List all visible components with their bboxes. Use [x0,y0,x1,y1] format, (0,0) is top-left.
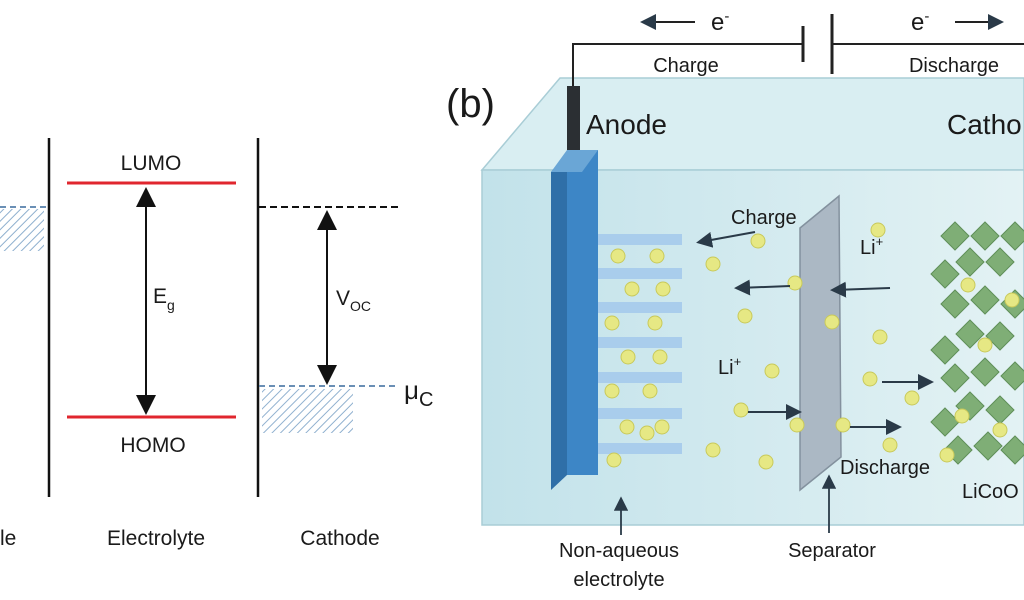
anode-label-fragment: le [0,527,16,550]
lithium-ions [604,222,1020,470]
circuit-charge-label: Charge [653,55,719,77]
graphite-layers [598,234,682,454]
separator-callout: Separator [788,540,876,562]
li-ion-mid-label: Li+ [718,354,741,379]
charge-label: Charge [731,207,797,229]
anode-terminal [567,86,580,166]
cathode-material-fragment: LiCoO [962,481,1019,503]
li-ion-top-label: Li+ [860,234,883,259]
lumo-label: LUMO [121,152,182,175]
anode-electrode [567,150,598,475]
electrolyte-callout-line1: Non-aqueous [559,540,679,562]
electrolyte-callout-line2: electrolyte [573,569,664,591]
electrolyte-label: Electrolyte [107,527,205,550]
anode-hatch [0,209,44,251]
anode-label: Anode [586,109,667,140]
circuit-discharge-label: Discharge [909,55,999,77]
separator [799,194,842,492]
homo-label: HOMO [120,434,185,457]
electron-left-label: e- [711,8,729,36]
cathode-crystals [930,221,1024,465]
energy-level-diagram: LUMO HOMO Eg VOC μC le Electrolyte Catho… [0,138,433,550]
electron-right-label: e- [911,8,929,36]
eg-label: Eg [153,285,175,313]
cathode-hatch [262,389,353,433]
anode-electrode-side [551,152,567,490]
mu-c-label: μC [404,375,433,411]
ion-flow-arrows [696,231,934,435]
external-circuit [572,14,1024,88]
cathode-label: Cathode [300,527,379,550]
cathode-label-fragment: Catho [947,109,1022,140]
discharge-label: Discharge [840,457,930,479]
voc-label: VOC [336,287,371,314]
panel-label: (b) [446,82,495,126]
battery-cell-diagram: (b) e- e- Charge Discharge Anode Catho [446,8,1024,591]
